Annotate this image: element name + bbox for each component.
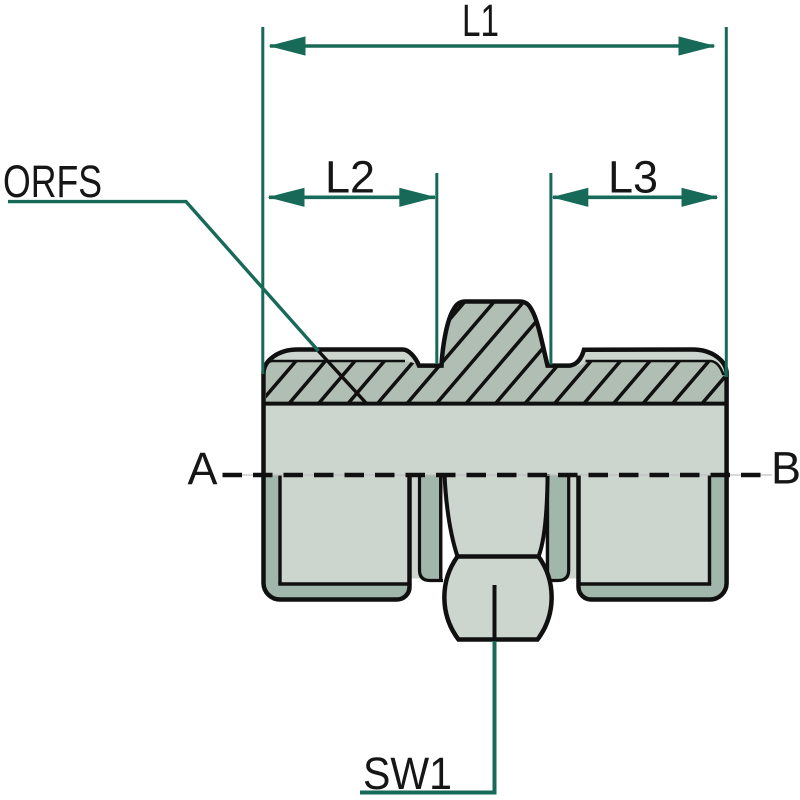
svg-text:ORFS: ORFS [3, 156, 102, 207]
svg-text:SW1: SW1 [363, 748, 452, 799]
svg-text:L1: L1 [462, 0, 499, 46]
svg-text:B: B [771, 443, 800, 494]
svg-text:L3: L3 [608, 152, 658, 203]
svg-text:A: A [187, 443, 217, 494]
svg-text:L2: L2 [325, 152, 375, 203]
